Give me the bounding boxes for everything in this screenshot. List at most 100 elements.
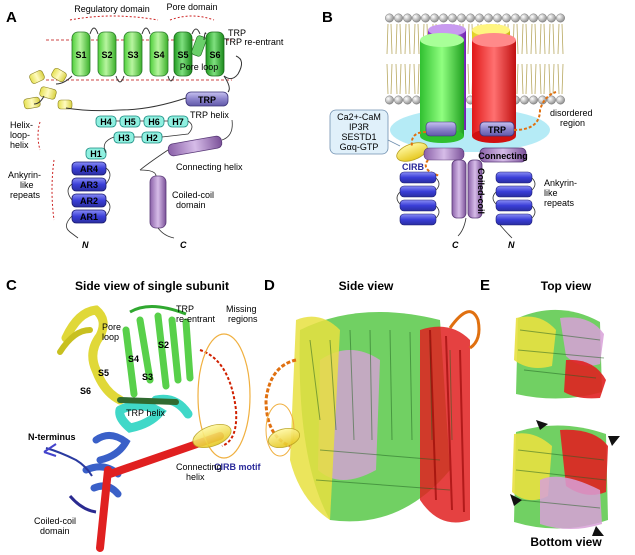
svg-text:AR3: AR3 bbox=[80, 180, 98, 190]
hlh-linkers bbox=[103, 120, 193, 154]
panel-e-label: E bbox=[480, 277, 490, 294]
lipid-tail bbox=[548, 63, 555, 95]
lipid-head bbox=[493, 13, 502, 23]
lipid-head bbox=[547, 13, 556, 23]
s1-cylinder: S1 bbox=[71, 31, 91, 77]
d-cirb-motif bbox=[267, 427, 301, 449]
coiled-coil-linker bbox=[139, 169, 175, 239]
panel-a-label: A bbox=[6, 9, 17, 26]
lipid-head bbox=[538, 95, 547, 105]
h5-box: H5 bbox=[119, 115, 141, 128]
bottom-view-arrowheads bbox=[510, 420, 620, 536]
panel-c-label: C bbox=[6, 277, 17, 294]
lipid-head bbox=[457, 13, 466, 23]
channel-tetramer bbox=[390, 24, 550, 152]
lipid-head bbox=[430, 13, 439, 23]
svg-text:H1: H1 bbox=[90, 149, 102, 159]
lipid-head bbox=[421, 13, 430, 23]
lipid-tail bbox=[548, 23, 555, 55]
helix-loop-helix-label: Helix-loop-helix bbox=[10, 120, 33, 150]
c-s5-label: S5 bbox=[98, 368, 109, 378]
c-structure bbox=[45, 305, 224, 552]
lipid-tail bbox=[413, 63, 420, 95]
svg-text:H7: H7 bbox=[172, 117, 184, 127]
h7-box: H7 bbox=[167, 115, 189, 128]
lipid-head bbox=[502, 13, 511, 23]
trp-linker bbox=[119, 75, 230, 111]
s3-cylinder: S3 bbox=[123, 31, 143, 77]
d-missing-loop-right bbox=[448, 310, 481, 350]
svg-text:S6: S6 bbox=[209, 50, 220, 60]
ar2-box: AR2 bbox=[71, 193, 107, 208]
panel-b: B TRP Ca2+-CaM IP3R SESTD1 bbox=[322, 9, 593, 250]
svg-text:IP3R: IP3R bbox=[349, 122, 370, 132]
svg-text:TRP: TRP bbox=[198, 95, 216, 105]
red-subunit bbox=[472, 40, 516, 136]
a-c-terminus: C bbox=[180, 240, 187, 250]
lipid-tail bbox=[539, 23, 546, 55]
c-missing-loop bbox=[199, 349, 238, 447]
lipid-head bbox=[394, 13, 403, 23]
lipid-tail bbox=[530, 23, 537, 55]
coiled-coil-cylinder bbox=[149, 175, 167, 229]
h4-box: H4 bbox=[95, 115, 117, 128]
lipid-head bbox=[466, 13, 475, 23]
a-n-terminus: N bbox=[82, 240, 89, 250]
lipid-head bbox=[529, 13, 538, 23]
pore-loop-line bbox=[191, 28, 207, 41]
svg-text:AR4: AR4 bbox=[80, 164, 98, 174]
svg-text:S3: S3 bbox=[127, 50, 138, 60]
pore-loop-helix: Pore loop bbox=[180, 35, 218, 72]
b-trp-box-left bbox=[425, 121, 457, 137]
lipid-head bbox=[385, 95, 394, 105]
n-terminus-arrow bbox=[43, 443, 57, 457]
lipid-tail bbox=[404, 63, 411, 95]
lipid-tail bbox=[386, 63, 393, 95]
lipid-head bbox=[547, 95, 556, 105]
lipid-tail bbox=[386, 23, 393, 55]
bottom-view-title: Bottom view bbox=[530, 535, 602, 549]
lipid-tail bbox=[530, 63, 537, 95]
lipid-head bbox=[403, 13, 412, 23]
lipid-head bbox=[412, 95, 421, 105]
lipid-tail bbox=[521, 63, 528, 95]
disordered-left bbox=[410, 131, 441, 177]
pore-domain-label: Pore domain bbox=[166, 2, 217, 12]
svg-text:AR1: AR1 bbox=[80, 212, 98, 222]
c-s3-label: S3 bbox=[142, 372, 153, 382]
lipid-head bbox=[520, 95, 529, 105]
lipid-head bbox=[403, 95, 412, 105]
svg-text:Gαq-GTP: Gαq-GTP bbox=[340, 142, 379, 152]
panel-c-title: Side view of single subunit bbox=[75, 279, 229, 293]
panel-d-label: D bbox=[264, 277, 275, 294]
svg-text:S5: S5 bbox=[177, 50, 188, 60]
lipid-head bbox=[520, 13, 529, 23]
trp-helix-label: TRP helix bbox=[190, 110, 229, 120]
svg-text:SESTD1: SESTD1 bbox=[341, 132, 376, 142]
b-ankyrin-right bbox=[495, 171, 533, 226]
bottom-view-structure bbox=[512, 425, 608, 529]
h2-box: H2 bbox=[141, 131, 163, 144]
connecting-helix-label: Connecting helix bbox=[176, 162, 243, 172]
svg-text:TRP: TRP bbox=[488, 125, 506, 135]
svg-text:Connecting: Connecting bbox=[478, 151, 528, 161]
panel-d: D Side view bbox=[264, 277, 481, 523]
c-n-terminus-label: N-terminus bbox=[28, 432, 76, 442]
top-view-structure bbox=[514, 309, 606, 399]
svg-text:H5: H5 bbox=[124, 117, 136, 127]
b-cirb-motif bbox=[396, 142, 428, 162]
h6-box: H6 bbox=[143, 115, 165, 128]
lipid-head bbox=[529, 95, 538, 105]
c-missing-outline bbox=[197, 333, 251, 459]
trp-box: TRP bbox=[185, 91, 229, 107]
s-loops bbox=[89, 27, 175, 83]
ligand-pointer bbox=[387, 139, 401, 147]
b-connecting-box-left bbox=[423, 147, 465, 161]
